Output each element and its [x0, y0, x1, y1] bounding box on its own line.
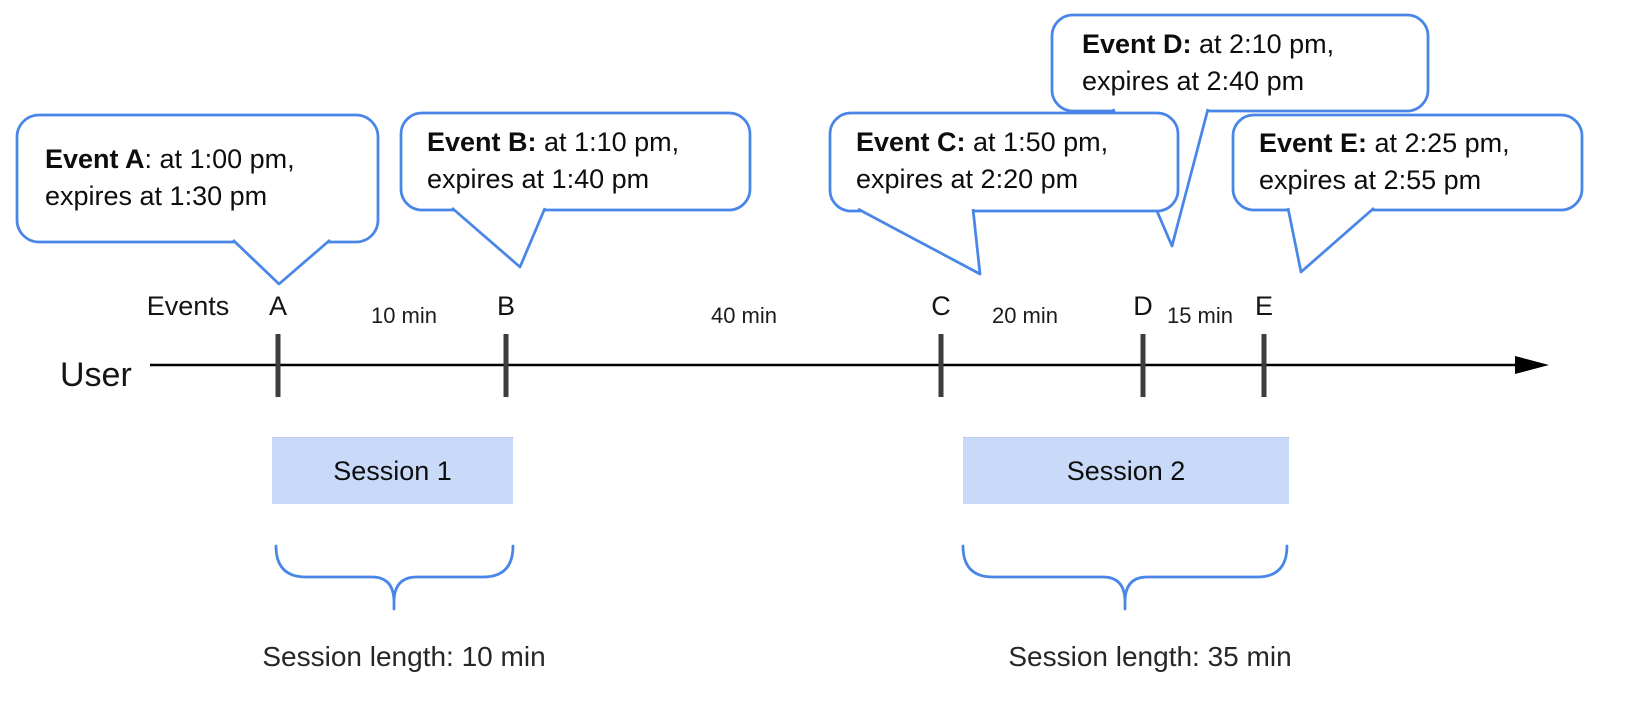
event-b-bubble-tail [451, 206, 547, 269]
event-b-bubble-text: Event B: at 1:10 pm, expires at 1:40 pm [427, 127, 680, 194]
session-2-bar: Session 2 [963, 437, 1289, 504]
event-c-bubble-text: Event C: at 1:50 pm, expires at 2:20 pm [856, 127, 1109, 194]
event-letter-a: A [268, 291, 287, 321]
event-e-bubble [1231, 113, 1584, 274]
event-letter-c: C [931, 291, 951, 321]
session-1-length-label: Session length: 10 min [262, 641, 546, 672]
event-c-bubble [828, 111, 1180, 276]
event-letter-e: E [1254, 291, 1273, 321]
interval-label-c-d: 20 min [991, 303, 1059, 328]
interval-label-b-c: 40 min [710, 303, 778, 328]
event-b-bubble [399, 111, 752, 269]
session-2-label: Session 2 [1066, 455, 1186, 486]
event-letter-b: B [496, 291, 515, 321]
session-1-label: Session 1 [333, 455, 452, 486]
session-2-brace [961, 544, 1289, 611]
event-a-bubble-text: Event A: at 1:00 pm, expires at 1:30 pm [45, 144, 295, 211]
session-2-length-label: Session length: 35 min [1008, 641, 1292, 672]
event-a-bubble [15, 113, 380, 286]
event-a-bubble-tail [232, 238, 331, 286]
session-1-bar: Session 1 [272, 437, 513, 504]
interval-label-d-e: 15 min [1166, 303, 1234, 328]
event-e-bubble-tail [1286, 206, 1375, 274]
user-axis-label: User [60, 356, 132, 394]
session-1-brace [274, 544, 515, 611]
event-letter-d: D [1133, 291, 1153, 321]
interval-label-a-b: 10 min [370, 303, 438, 328]
events-row-label: Events [146, 291, 230, 321]
event-c-bubble-tail [857, 207, 982, 276]
timeline-arrowhead-icon [1515, 356, 1549, 374]
event-e-bubble-text: Event E: at 2:25 pm, expires at 2:55 pm [1259, 128, 1510, 195]
event-d-bubble-text: Event D: at 2:10 pm, expires at 2:40 pm [1082, 29, 1335, 96]
